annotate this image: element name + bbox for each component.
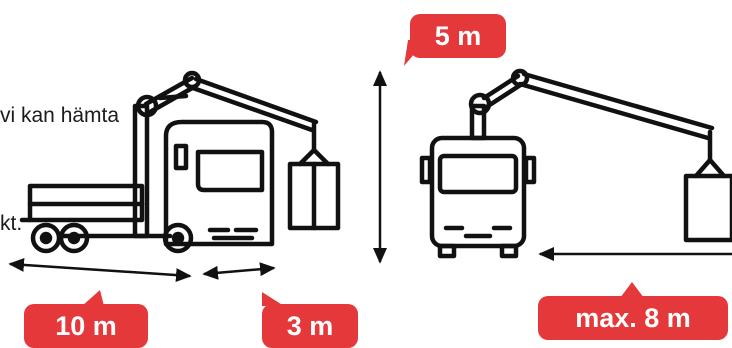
crane-truck-front-icon bbox=[422, 71, 732, 256]
crane-truck-side-icon bbox=[22, 73, 338, 251]
cab-length-label: 3 m bbox=[262, 304, 358, 348]
dimension-arrows-left bbox=[10, 264, 274, 276]
truck-length-label: 10 m bbox=[24, 304, 148, 348]
height-label: 5 m bbox=[410, 14, 506, 58]
max-reach-label: max. 8 m bbox=[538, 296, 728, 340]
